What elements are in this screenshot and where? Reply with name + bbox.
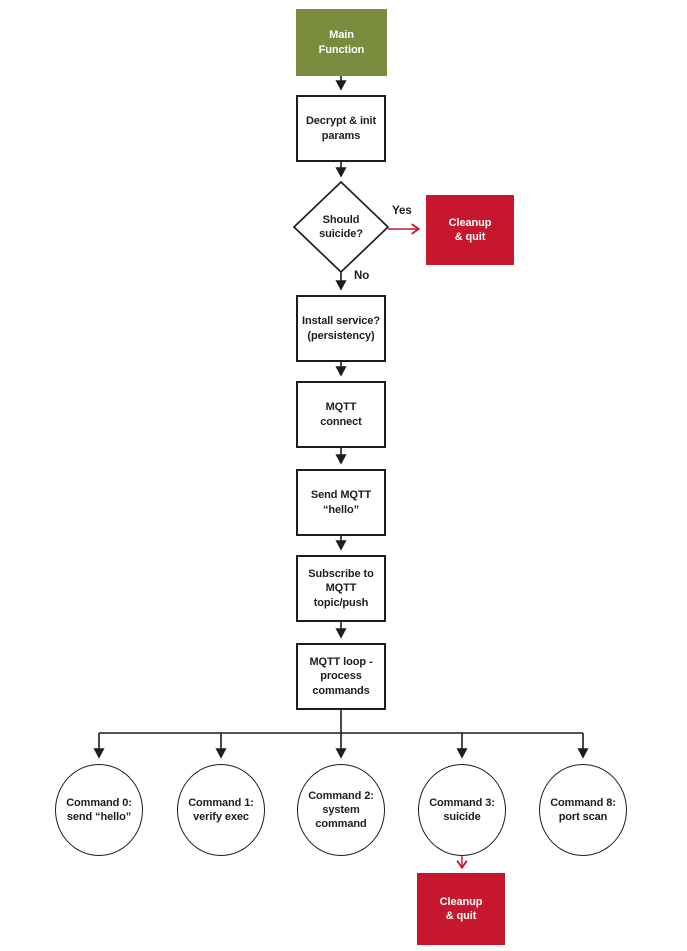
node-command-2: Command 2: system command: [297, 764, 385, 856]
edge-label-yes: Yes: [392, 205, 412, 217]
node-mqtt-connect: MQTT connect: [296, 381, 386, 448]
node-command-2-label: Command 2: system command: [308, 789, 374, 831]
node-should-suicide: Should suicide?: [291, 202, 391, 252]
node-subscribe-mqtt: Subscribe to MQTT topic/push: [296, 555, 386, 622]
node-command-8-label: Command 8: port scan: [550, 796, 616, 823]
node-command-1-label: Command 1: verify exec: [188, 796, 254, 823]
node-cleanup-quit-top: Cleanup & quit: [426, 195, 514, 265]
node-send-mqtt-hello-label: Send MQTT “hello”: [310, 489, 372, 516]
node-cleanup-quit-bottom: Cleanup & quit: [417, 873, 505, 945]
node-install-service: Install service? (persistency): [296, 295, 386, 362]
node-mqtt-loop-label: MQTT loop - process commands: [309, 656, 373, 697]
node-mqtt-connect-label: MQTT connect: [320, 401, 362, 428]
node-command-8: Command 8: port scan: [539, 764, 627, 856]
node-main-function: Main Function: [296, 9, 387, 76]
node-cleanup-quit-bottom-label: Cleanup & quit: [439, 895, 483, 922]
node-command-1: Command 1: verify exec: [177, 764, 265, 856]
node-main-function-label: Main Function: [318, 29, 365, 56]
node-command-0: Command 0: send “hello”: [55, 764, 143, 856]
node-should-suicide-label: Should suicide?: [319, 213, 363, 240]
node-command-3: Command 3: suicide: [418, 764, 506, 856]
node-decrypt-init-label: Decrypt & init params: [305, 115, 377, 142]
node-subscribe-mqtt-label: Subscribe to MQTT topic/push: [308, 568, 374, 609]
node-cleanup-quit-top-label: Cleanup & quit: [448, 216, 492, 243]
node-command-0-label: Command 0: send “hello”: [66, 796, 132, 823]
node-command-3-label: Command 3: suicide: [429, 796, 495, 823]
node-send-mqtt-hello: Send MQTT “hello”: [296, 469, 386, 536]
edge-label-no: No: [354, 270, 370, 282]
node-mqtt-loop: MQTT loop - process commands: [296, 643, 386, 710]
node-install-service-label: Install service? (persistency): [302, 315, 380, 342]
node-decrypt-init: Decrypt & init params: [296, 95, 386, 162]
